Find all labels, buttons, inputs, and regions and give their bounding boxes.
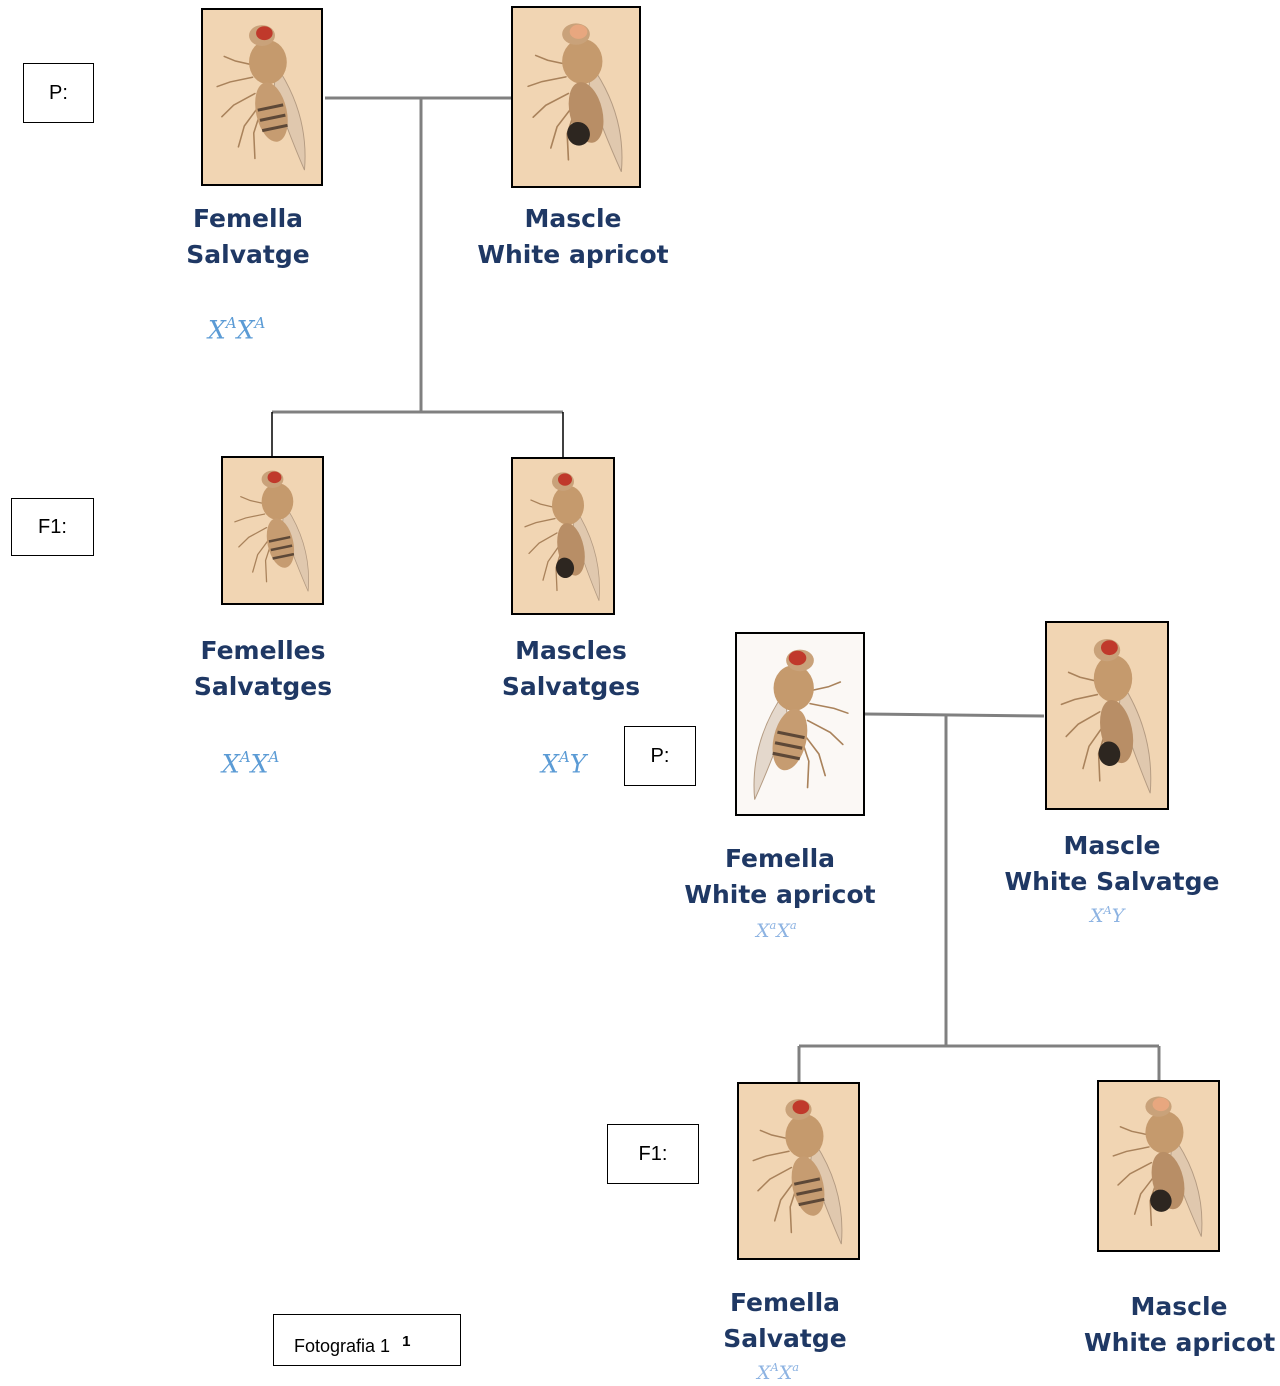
cross1-parent-male-photo xyxy=(511,6,641,188)
cross1-parent-female-label: Femella Salvatge xyxy=(148,201,348,273)
allele-superscript: A xyxy=(558,748,570,766)
allele-superscript: a xyxy=(769,918,777,932)
allele-chromosome: X xyxy=(250,749,269,779)
cross1-f1-male-genotype: XAY xyxy=(541,748,586,779)
fly-icon xyxy=(524,472,600,601)
generation-label: F1: xyxy=(38,515,67,538)
generation-label: P: xyxy=(650,744,670,767)
fly-icon xyxy=(1112,1096,1203,1237)
caption-footnote-marker: 1 xyxy=(402,1333,411,1350)
cross2-parent-female-label: Femella White apricot xyxy=(670,841,890,913)
cross1-parent-female-genotype: XAXA xyxy=(208,314,265,345)
allele-superscript: A xyxy=(239,748,251,766)
fly-icon xyxy=(753,649,849,800)
label-line: Mascle xyxy=(524,204,622,233)
label-line: Femella xyxy=(729,1288,841,1317)
allele-chromosome: Y xyxy=(1111,904,1125,927)
label-line: Salvatge xyxy=(186,240,310,269)
allele-chromosome: X xyxy=(756,919,770,942)
allele-superscript: a xyxy=(789,918,797,932)
cross1-parent-female-photo xyxy=(201,8,323,186)
cross2-generation-f1-box: F1: xyxy=(607,1124,699,1184)
cross2-parent-female-genotype: XaXa xyxy=(756,918,797,942)
allele-chromosome: X xyxy=(222,749,240,779)
label-line: Mascle xyxy=(1130,1292,1228,1321)
cross1-f1-female-genotype: XAXA xyxy=(222,748,279,779)
cross2-parent-male-photo xyxy=(1045,621,1169,810)
allele-chromosome: X xyxy=(757,1361,771,1384)
label-line: White apricot xyxy=(684,880,876,909)
label-line: White Salvatge xyxy=(1004,867,1220,896)
cross2-f1-female-label: Femella Salvatge xyxy=(685,1285,885,1357)
cross2-f1-female-photo xyxy=(737,1082,860,1260)
cross2-f1-male-photo xyxy=(1097,1080,1220,1252)
cross2-parent-female-photo xyxy=(735,632,865,816)
allele-chromosome: X xyxy=(1090,904,1104,927)
allele-chromosome: X xyxy=(208,315,226,345)
photo-caption: Fotografia 1 1 xyxy=(273,1314,461,1366)
fly-icon xyxy=(234,470,310,592)
label-line: White apricot xyxy=(477,240,669,269)
cross1-generation-p-box: P: xyxy=(23,63,94,123)
allele-superscript: a xyxy=(792,1360,800,1374)
cross1-f1-female-label: Femelles Salvatges xyxy=(163,633,363,705)
allele-superscript: A xyxy=(770,1360,779,1374)
cross2-parent-male-genotype: XAY xyxy=(1090,903,1124,927)
fly-icon xyxy=(216,25,306,171)
allele-chromosome: X xyxy=(776,919,790,942)
label-line: Mascles xyxy=(515,636,627,665)
cross2-mating-line xyxy=(863,712,1045,718)
cross1-f1-male-label: Mascles Salvatges xyxy=(471,633,671,705)
label-line: Femella xyxy=(192,204,304,233)
allele-superscript: A xyxy=(268,748,280,766)
allele-chromosome: X xyxy=(778,1361,793,1384)
caption-text: Fotografia 1 xyxy=(294,1336,391,1356)
cross2-generation-p-box: P: xyxy=(624,726,696,786)
allele-superscript: A xyxy=(225,314,237,332)
label-line: Salvatge xyxy=(723,1324,847,1353)
generation-label: F1: xyxy=(638,1142,668,1165)
label-line: White apricot xyxy=(1084,1328,1276,1357)
allele-chromosome: X xyxy=(236,315,255,345)
allele-chromosome: Y xyxy=(569,749,587,779)
label-line: Salvatges xyxy=(193,672,333,701)
fly-icon xyxy=(1060,639,1152,794)
cross1-parent-male-label: Mascle White apricot xyxy=(463,201,683,273)
cross2-parent-male-label: Mascle White Salvatge xyxy=(1002,828,1222,900)
cross1-f1-female-photo xyxy=(221,456,324,605)
cross1-generation-f1-box: F1: xyxy=(11,498,94,556)
generation-label: P: xyxy=(49,81,68,104)
cross2-f1-male-label: Mascle White apricot xyxy=(1084,1289,1276,1361)
label-line: Salvatges xyxy=(501,672,641,701)
cross2-f1-female-genotype: XAXa xyxy=(757,1360,799,1384)
fly-icon xyxy=(527,23,623,172)
fly-icon xyxy=(752,1099,843,1245)
allele-superscript: A xyxy=(254,314,266,332)
label-line: Mascle xyxy=(1063,831,1161,860)
label-line: Femella xyxy=(724,844,836,873)
allele-chromosome: X xyxy=(541,749,559,779)
label-line: Femelles xyxy=(200,636,326,665)
cross1-f1-male-photo xyxy=(511,457,615,615)
allele-superscript: A xyxy=(1103,903,1112,917)
